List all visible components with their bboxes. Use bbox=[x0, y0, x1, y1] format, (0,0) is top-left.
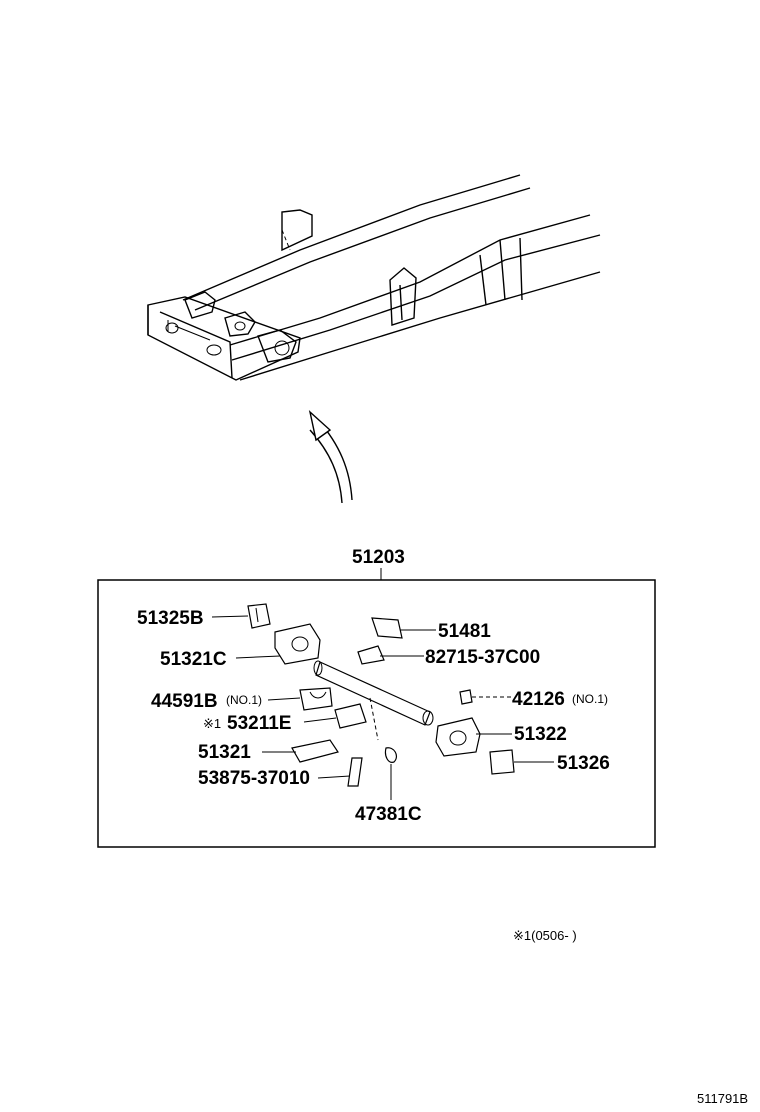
label-51321C: 51321C bbox=[160, 649, 227, 670]
label-53875: 53875-37010 bbox=[198, 768, 310, 789]
diagram-id: 511791B bbox=[697, 1091, 748, 1106]
label-51481: 51481 bbox=[438, 621, 491, 642]
parts-drawings bbox=[247, 603, 515, 787]
label-42126: 42126 bbox=[512, 689, 565, 710]
label-53211E: 53211E bbox=[227, 713, 291, 734]
frame-illustration bbox=[147, 174, 601, 504]
label-51322: 51322 bbox=[514, 724, 567, 745]
label-53211E-mark: ※1 bbox=[203, 716, 221, 731]
label-42126-sub: (NO.1) bbox=[572, 692, 608, 706]
label-51325B: 51325B bbox=[137, 608, 204, 629]
assembly-box bbox=[97, 579, 656, 848]
label-47381C: 47381C bbox=[355, 804, 422, 825]
label-51321: 51321 bbox=[198, 742, 251, 763]
label-44591B-sub: (NO.1) bbox=[226, 693, 262, 707]
leader-lines bbox=[211, 615, 554, 800]
assembly-label: 51203 bbox=[352, 547, 405, 568]
label-82715: 82715-37C00 bbox=[425, 647, 540, 668]
label-51326: 51326 bbox=[557, 753, 610, 774]
footnote: ※1(0506- ) bbox=[513, 928, 577, 943]
label-44591B: 44591B bbox=[151, 691, 218, 712]
